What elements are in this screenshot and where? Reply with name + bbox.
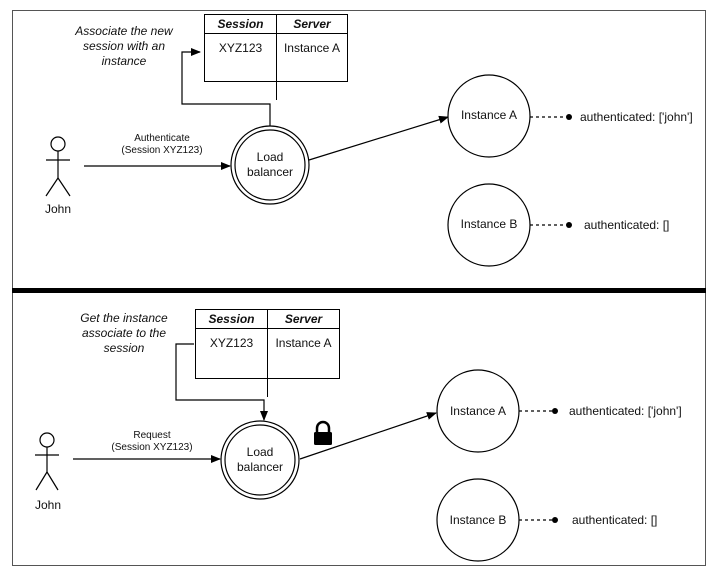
bottom-session-table: Session Server XYZ123 Instance A (195, 309, 340, 397)
auth-b-label-2: authenticated: [] (572, 513, 658, 527)
instance-a-label-2: Instance A (449, 404, 507, 418)
table-cell-server: Instance A (275, 336, 332, 350)
table-cell-session: XYZ123 (196, 329, 268, 397)
edge-label: Authenticate(Session XYZ123) (116, 133, 208, 157)
lb-to-table-connector (181, 48, 271, 126)
table-header-server: Server (293, 17, 331, 31)
auth-a-label-2: authenticated: ['john'] (569, 404, 682, 418)
instance-b-label: Instance B (460, 217, 518, 231)
lock-icon (314, 420, 332, 445)
instance-b-label-2: Instance B (449, 513, 507, 527)
edge-label-2: Request(Session XYZ123) (106, 430, 198, 454)
table-cell-server: Instance A (283, 41, 341, 55)
lb-to-instance-a-arrow (308, 115, 449, 161)
auth-b-label: authenticated: [] (584, 218, 670, 232)
instance-a-label: Instance A (460, 108, 518, 122)
table-header-session: Session (196, 310, 268, 328)
table-header-session: Session (205, 15, 277, 33)
table-cell-session: XYZ123 (205, 34, 277, 100)
instance-a-circle (447, 74, 531, 158)
actor-label: John (45, 202, 72, 216)
top-session-table: Session Server XYZ123 Instance A (204, 14, 348, 100)
actor-john-figure (45, 136, 71, 197)
actor-john-figure-2 (35, 432, 59, 491)
actor-label-2: John (35, 498, 62, 512)
auth-a-label: authenticated: ['john'] (580, 110, 693, 124)
section-divider (12, 288, 706, 293)
table-header-server: Server (284, 312, 323, 326)
